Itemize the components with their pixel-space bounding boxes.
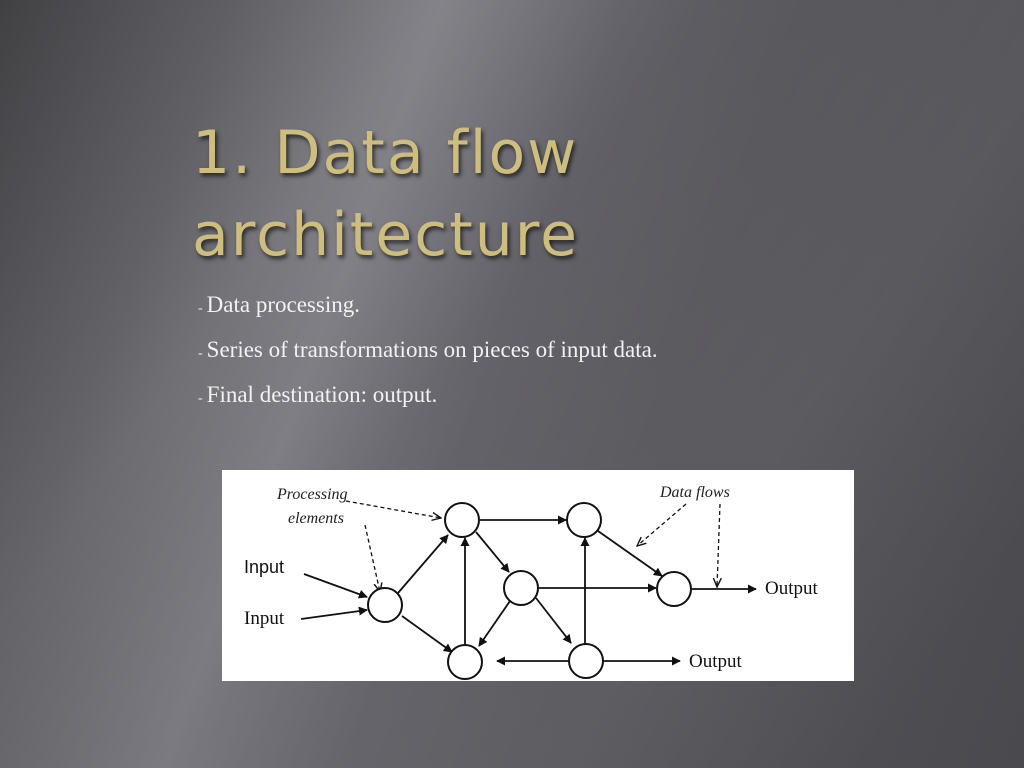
bullet-item: -Data processing. [198,284,978,329]
flow-arrow [478,600,511,647]
bullet-dash: - [198,391,203,406]
flow-arrow [397,534,449,594]
bullet-item: -Final destination: output. [198,374,978,419]
bullet-dash: - [198,301,203,316]
flow-arrow [303,573,368,599]
flow-arrow [475,531,510,573]
label-output-bottom: Output [689,651,743,672]
dashed-pointer [637,503,687,546]
flow-arrow [597,530,663,577]
dashed-pointer [364,524,380,592]
label-processing-elements-line2: elements [288,510,344,527]
label-input-bottom: Input [244,608,285,629]
processing-node [503,570,539,606]
label-output-right: Output [765,578,819,599]
title-line-2: architecture [192,200,580,270]
bullet-text: Data processing. [206,292,360,317]
bullet-item: -Series of transformations on pieces of … [198,329,978,374]
slide-title: 1. Data flow architecture [192,112,832,276]
data-flow-diagram: Processing elements Data flows Input Inp… [222,470,854,681]
label-processing-elements-line1: Processing [276,486,348,503]
label-input-top: Input [244,557,284,577]
processing-node [447,644,483,680]
processing-node [367,587,403,623]
label-data-flows: Data flows [659,484,730,501]
flow-arrow [535,597,572,644]
flow-arrow [300,606,368,620]
processing-node [656,571,692,607]
diagram-svg: Processing elements Data flows Input Inp… [244,484,819,680]
title-line-1: 1. Data flow [192,118,579,188]
flow-arrow [401,615,453,653]
bullet-text: Series of transformations on pieces of i… [206,337,658,362]
dashed-pointer [345,500,441,518]
processing-node [566,502,602,538]
processing-node [444,502,480,538]
bullet-list: -Data processing. -Series of transformat… [198,284,978,419]
processing-node [568,643,604,679]
bullet-dash: - [198,346,203,361]
bullet-text: Final destination: output. [206,382,438,407]
dashed-pointer [717,503,720,587]
